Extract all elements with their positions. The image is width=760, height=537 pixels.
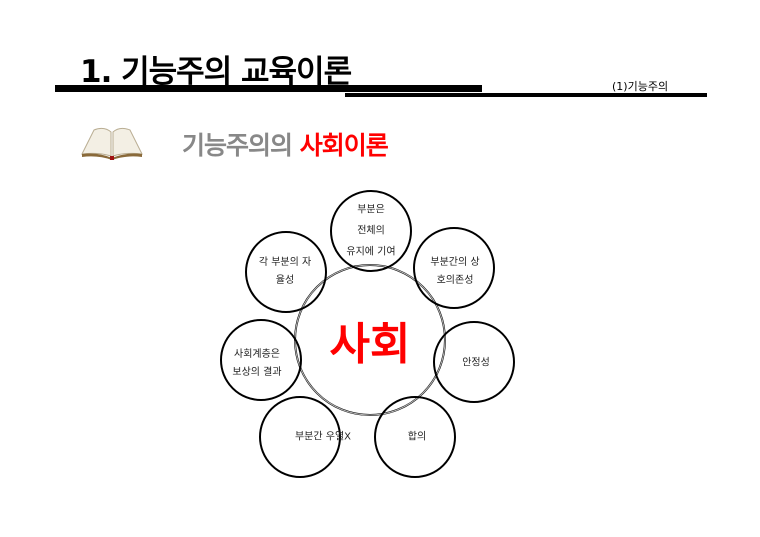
node-circle-top-right	[413, 227, 495, 309]
node-label: 부분간 우열X	[294, 431, 352, 443]
node-label: 합의	[407, 431, 427, 443]
section-label: (1)기능주의	[612, 80, 669, 93]
subtitle: 기능주의의 사회이론	[182, 126, 389, 162]
node-circle-right	[433, 321, 515, 403]
title-underline-thin	[345, 93, 707, 97]
node-circle-left	[220, 319, 302, 401]
subtitle-red: 사회이론	[299, 131, 389, 160]
node-circle-top	[330, 190, 412, 272]
subtitle-gray: 기능주의의	[182, 131, 300, 160]
slide-title: 1. 기능주의 교육이론	[80, 54, 352, 90]
center-label: 사회	[329, 319, 411, 370]
title-underline-thick	[55, 85, 482, 92]
node-circle-bottom-left	[259, 396, 341, 478]
node-circle-bottom-right	[374, 396, 456, 478]
node-label: 안정성	[462, 357, 490, 369]
open-book-icon	[81, 127, 143, 160]
node-circle-top-left	[245, 231, 327, 313]
